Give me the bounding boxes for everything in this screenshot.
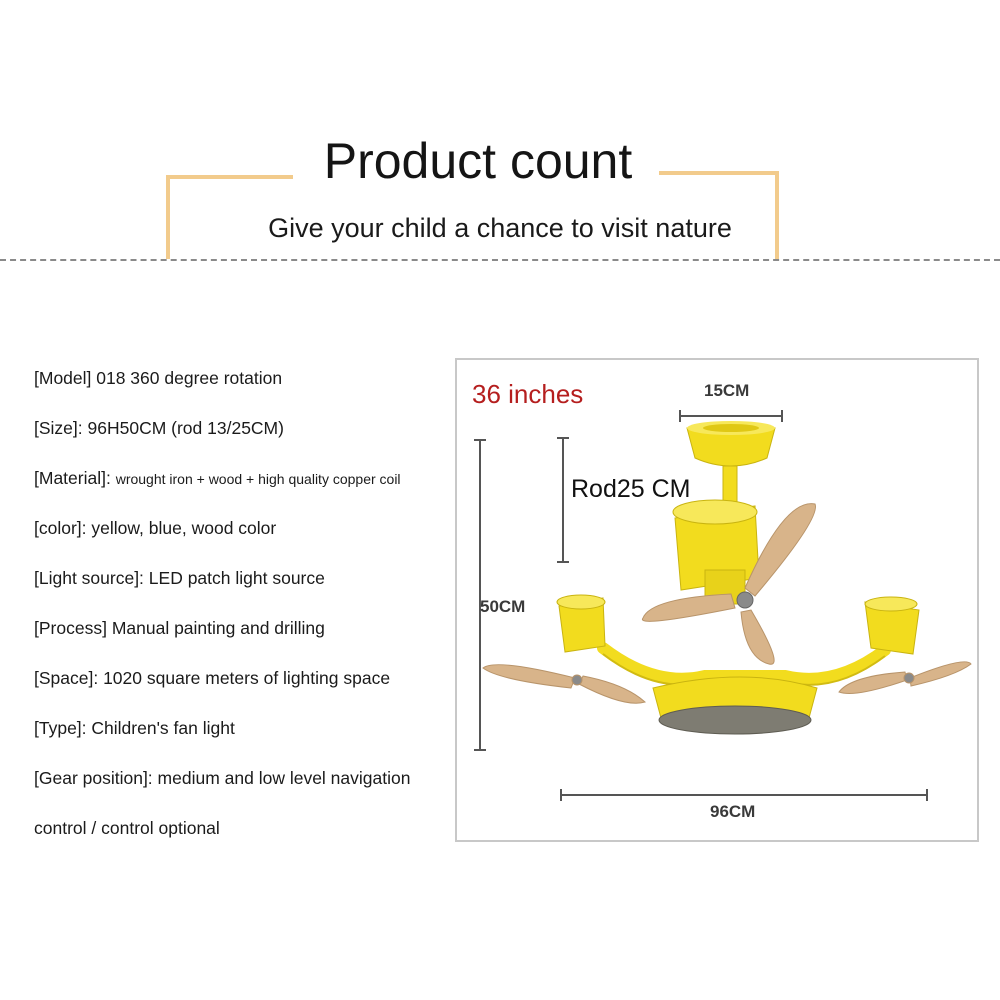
spec-key: [Size]:: [34, 418, 88, 438]
title-bracket-right: [659, 171, 779, 259]
spec-value: 018 360 degree rotation: [96, 368, 283, 388]
size-note: 36 inches: [472, 379, 584, 409]
spec-key: [Gear position]:: [34, 768, 158, 788]
section-divider: [0, 259, 1000, 261]
spec-item-space: [Space]: 1020 square meters of lighting …: [34, 668, 390, 689]
height-label: 50CM: [480, 597, 526, 616]
spec-value: yellow, blue, wood color: [91, 518, 277, 538]
right-spot-lamp: [864, 596, 920, 655]
spec-value: medium and low level navigation: [157, 768, 411, 788]
arms: [597, 642, 891, 685]
spec-value: 96H50CM (rod 13/25CM): [87, 418, 284, 438]
spec-item-process: [Process] Manual painting and drilling: [34, 618, 325, 639]
spec-value: LED patch light source: [148, 568, 325, 588]
spec-value: Children's fan light: [91, 718, 235, 738]
center-blades: [641, 503, 816, 665]
canopy: [686, 421, 776, 467]
right-blades: [838, 661, 972, 694]
spec-item-model: [Model] 018 360 degree rotation: [34, 368, 282, 389]
spec-item-size: [Size]: 96H50CM (rod 13/25CM): [34, 418, 284, 439]
page-title: Product count: [323, 133, 633, 189]
width-label: 96CM: [710, 802, 756, 821]
top-width-label: 15CM: [704, 381, 750, 400]
left-blades: [482, 664, 646, 704]
spec-item-material: [Material]: wrought iron + wood + high q…: [34, 468, 401, 489]
spec-value: wrought iron + wood + high quality coppe…: [115, 471, 401, 487]
spec-item-gear-position-cont: control / control optional: [34, 818, 220, 839]
spec-value: Manual painting and drilling: [111, 618, 325, 638]
spec-key: [Light source]:: [34, 568, 149, 588]
spec-key: [color]:: [34, 518, 92, 538]
spec-key: [Model]: [34, 368, 97, 388]
spec-key: [Type]:: [34, 718, 92, 738]
left-spot-lamp: [556, 594, 606, 653]
spec-item-type: [Type]: Children's fan light: [34, 718, 235, 739]
fan-light-illustration: [474, 410, 972, 801]
spec-value: control / control optional: [34, 818, 220, 838]
spec-item-gear-position: [Gear position]: medium and low level na…: [34, 768, 410, 789]
rod-length-label: Rod25 CM: [571, 475, 691, 503]
center-light-drum: [652, 676, 818, 735]
center-motor: [672, 499, 760, 605]
spec-value: 1020 square meters of lighting space: [103, 668, 391, 688]
spec-key: [Process]: [34, 618, 112, 638]
spec-item-light-source: [Light source]: LED patch light source: [34, 568, 325, 589]
spec-key: [Material]:: [34, 468, 116, 488]
page-subtitle: Give your child a chance to visit nature: [268, 213, 732, 243]
spec-item-color: [color]: yellow, blue, wood color: [34, 518, 276, 539]
spec-key: [Space]:: [34, 668, 104, 688]
title-bracket-left: [166, 175, 293, 259]
